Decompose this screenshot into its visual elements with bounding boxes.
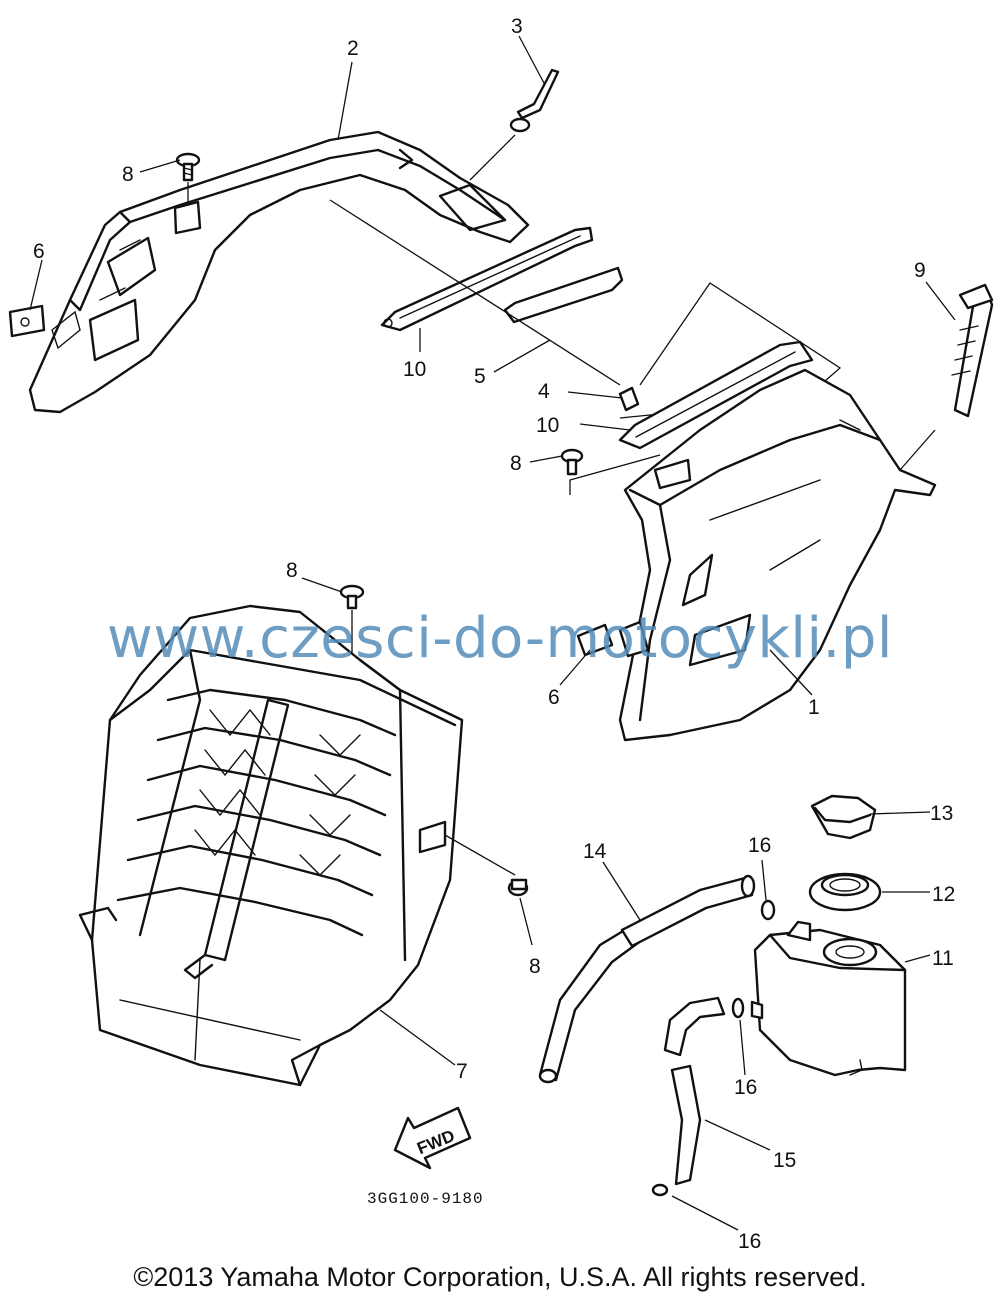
- callout-1: 1: [808, 696, 820, 719]
- copyright-notice: ©2013 Yamaha Motor Corporation, U.S.A. A…: [133, 1262, 867, 1292]
- part-15-overflow-hose: [663, 996, 726, 1186]
- part-7-radiator-grille: [78, 604, 516, 1087]
- callout-6-left: 6: [33, 240, 45, 263]
- part-16-clamp-middle: [731, 997, 745, 1019]
- part-6-bracket-left: [8, 304, 46, 338]
- callout-leaders: [29, 35, 956, 1231]
- part-16-clamp-upper: [760, 899, 776, 921]
- part-3-rivet: [469, 68, 560, 181]
- part-4-clip: [618, 386, 640, 412]
- callout-9: 9: [914, 259, 926, 282]
- callout-8-lower-mid: 8: [286, 559, 298, 582]
- part-1-right-shroud: [618, 340, 937, 742]
- fwd-arrow: FWD: [393, 1106, 472, 1170]
- part-6-bracket-right: [576, 620, 650, 658]
- callout-8-middle: 8: [510, 452, 522, 475]
- part-5-pad: [503, 266, 624, 324]
- callout-6-right: 6: [548, 686, 560, 709]
- part-14-hose: [538, 874, 756, 1084]
- callout-numbers: 1 2 3 4 5 6 6 7 8 8 8 8 9 10 10 11 12 13…: [33, 15, 955, 1253]
- callout-8-lower: 8: [529, 955, 541, 978]
- part-13-cap: [810, 794, 877, 840]
- callout-16-middle: 16: [734, 1076, 757, 1099]
- part-2-left-shroud: [28, 130, 530, 414]
- callout-16-upper: 16: [748, 834, 771, 857]
- callout-5: 5: [474, 365, 486, 388]
- part-8-bolt-middle: [560, 448, 584, 476]
- callout-2: 2: [347, 37, 359, 60]
- part-16-clamp-lower: [651, 1183, 669, 1197]
- callout-8-upper: 8: [122, 163, 134, 186]
- callout-11: 11: [932, 947, 954, 970]
- part-8-bolt-lower-mid: [339, 584, 365, 655]
- callout-12: 12: [932, 883, 955, 906]
- callout-14: 14: [583, 840, 607, 863]
- callout-10-upper: 10: [403, 358, 426, 381]
- callout-16-lower: 16: [738, 1230, 761, 1253]
- callout-3: 3: [511, 15, 523, 38]
- callout-4: 4: [538, 380, 550, 403]
- callout-10-lower: 10: [536, 414, 559, 437]
- part-8-bolt-upper: [175, 152, 201, 205]
- callout-7: 7: [456, 1060, 468, 1083]
- callout-13: 13: [930, 802, 953, 825]
- part-8-bolt-lower: [507, 878, 529, 897]
- part-11-reservoir-tank: [750, 920, 907, 1077]
- part-12-filler-neck: [808, 872, 882, 912]
- part-code: 3GG100-9180: [367, 1190, 484, 1208]
- part-10-strip-upper: [380, 226, 594, 332]
- part-9-bolt: [951, 283, 994, 418]
- callout-15: 15: [773, 1149, 796, 1172]
